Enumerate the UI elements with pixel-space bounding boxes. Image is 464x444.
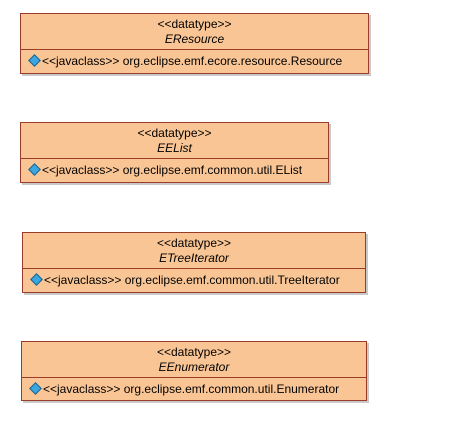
attribute-text: <<javaclass>> org.eclipse.emf.ecore.reso…: [42, 53, 343, 68]
stereotype-label: <<datatype>>: [137, 126, 212, 140]
attribute-row[interactable]: <<javaclass>> org.eclipse.emf.common.uti…: [21, 159, 328, 180]
class-name: EResource: [164, 32, 225, 46]
stereotype-label: <<datatype>>: [156, 236, 232, 250]
class-header: <<datatype>> EEList: [21, 123, 328, 159]
class-box-eresource[interactable]: <<datatype>> EResource <<javaclass>> org…: [20, 13, 369, 74]
attribute-row[interactable]: <<javaclass>> org.eclipse.emf.common.uti…: [22, 378, 366, 399]
attribute-diamond-icon: [30, 273, 43, 286]
class-header: <<datatype>> ETreeIterator: [23, 233, 365, 269]
stereotype-label: <<datatype>>: [157, 17, 232, 31]
class-name: EEList: [157, 141, 192, 155]
class-header: <<datatype>> EResource: [21, 14, 368, 50]
stereotype-label: <<datatype>>: [156, 345, 232, 359]
class-box-eenumerator[interactable]: <<datatype>> EEnumerator <<javaclass>> o…: [21, 341, 367, 401]
attribute-text: <<javaclass>> org.eclipse.emf.common.uti…: [43, 381, 340, 396]
class-box-etreeiterator[interactable]: <<datatype>> ETreeIterator <<javaclass>>…: [22, 232, 366, 293]
attribute-diamond-icon: [28, 54, 41, 67]
class-name: EEnumerator: [158, 360, 230, 374]
attribute-row[interactable]: <<javaclass>> org.eclipse.emf.ecore.reso…: [21, 50, 368, 71]
attribute-diamond-icon: [28, 163, 41, 176]
attribute-text: <<javaclass>> org.eclipse.emf.common.uti…: [42, 162, 303, 177]
attribute-diamond-icon: [29, 382, 42, 395]
attribute-text: <<javaclass>> org.eclipse.emf.common.uti…: [44, 272, 340, 287]
attribute-row[interactable]: <<javaclass>> org.eclipse.emf.common.uti…: [23, 269, 365, 290]
class-box-eelist[interactable]: <<datatype>> EEList <<javaclass>> org.ec…: [20, 122, 329, 183]
class-name: ETreeIterator: [159, 251, 229, 265]
class-header: <<datatype>> EEnumerator: [22, 342, 366, 378]
